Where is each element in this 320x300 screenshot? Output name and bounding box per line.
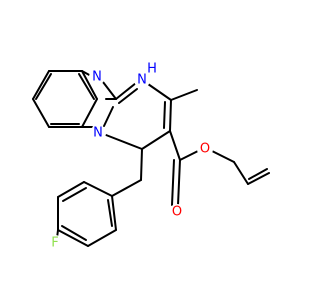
imine-nitrogen-atom: N: [89, 69, 105, 85]
pyrimidine-bond: [147, 83, 172, 101]
imidazole-bond: [102, 81, 117, 100]
carbonyl-oxygen-atom: O: [169, 204, 185, 220]
carbonyl-bond: [177, 159, 181, 206]
benzo-bond: [32, 70, 50, 100]
ring-fusion-nitrogen-atom: N: [90, 125, 106, 141]
allyl-double-bond: [248, 168, 268, 180]
aryl-bond: [57, 181, 85, 198]
carbonyl-oxygen-label: O: [172, 205, 182, 220]
ester-bond: [169, 130, 181, 161]
pyrimidine-inner-bond: [118, 88, 138, 104]
allyl-bond: [233, 161, 249, 185]
benzo-bond: [81, 98, 98, 128]
methyl-bond: [170, 89, 198, 101]
pyrimidine-bond: [141, 130, 171, 150]
ring-fusion-nitrogen-label: N: [93, 126, 103, 141]
amine-nitrogen-atom: N: [134, 72, 150, 88]
amine-nitrogen-label: N: [137, 73, 147, 88]
molecule-structure: N N H N F O O: [32, 62, 270, 251]
bond-layer: [32, 70, 270, 247]
pyrimidine-inner-bond: [163, 101, 166, 129]
aryl-inner-bond: [107, 199, 113, 227]
fluorine-label: F: [51, 236, 58, 251]
ester-oxygen-label: O: [200, 142, 210, 157]
ester-bond: [179, 150, 199, 161]
atom-label-layer: N N H N F O O: [47, 62, 213, 251]
aryl-inner-bond: [61, 225, 87, 241]
amine-hydrogen-label: H: [147, 62, 157, 77]
imidazole-bond: [103, 106, 114, 127]
aryl-bond: [111, 195, 117, 231]
imine-nitrogen-label: N: [92, 70, 102, 85]
benzo-bond: [81, 70, 98, 100]
aryl-link-bond: [140, 148, 143, 181]
pyrimidine-bond: [169, 99, 172, 132]
ester-oxygen-atom: O: [197, 141, 213, 157]
aryl-inner-bond: [62, 187, 87, 202]
benzo-inner-bond: [78, 73, 95, 100]
aryl-bond: [83, 181, 113, 197]
structure-canvas: N N H N F O O: [32, 61, 270, 251]
fluorine-atom: F: [47, 235, 63, 251]
pyrimidine-bond: [115, 82, 137, 100]
allyl-double-bond: [247, 172, 270, 185]
benzo-inner-bond: [35, 73, 52, 100]
aryl-bond: [111, 179, 142, 197]
carbonyl-bond: [171, 159, 175, 206]
aryl-bond: [57, 229, 89, 247]
benzo-bond: [32, 98, 50, 128]
amine-hydrogen-atom: H: [145, 62, 159, 77]
aryl-bond: [87, 229, 117, 247]
allyl-bond: [211, 150, 235, 163]
pyrimidine-bond: [105, 134, 143, 150]
